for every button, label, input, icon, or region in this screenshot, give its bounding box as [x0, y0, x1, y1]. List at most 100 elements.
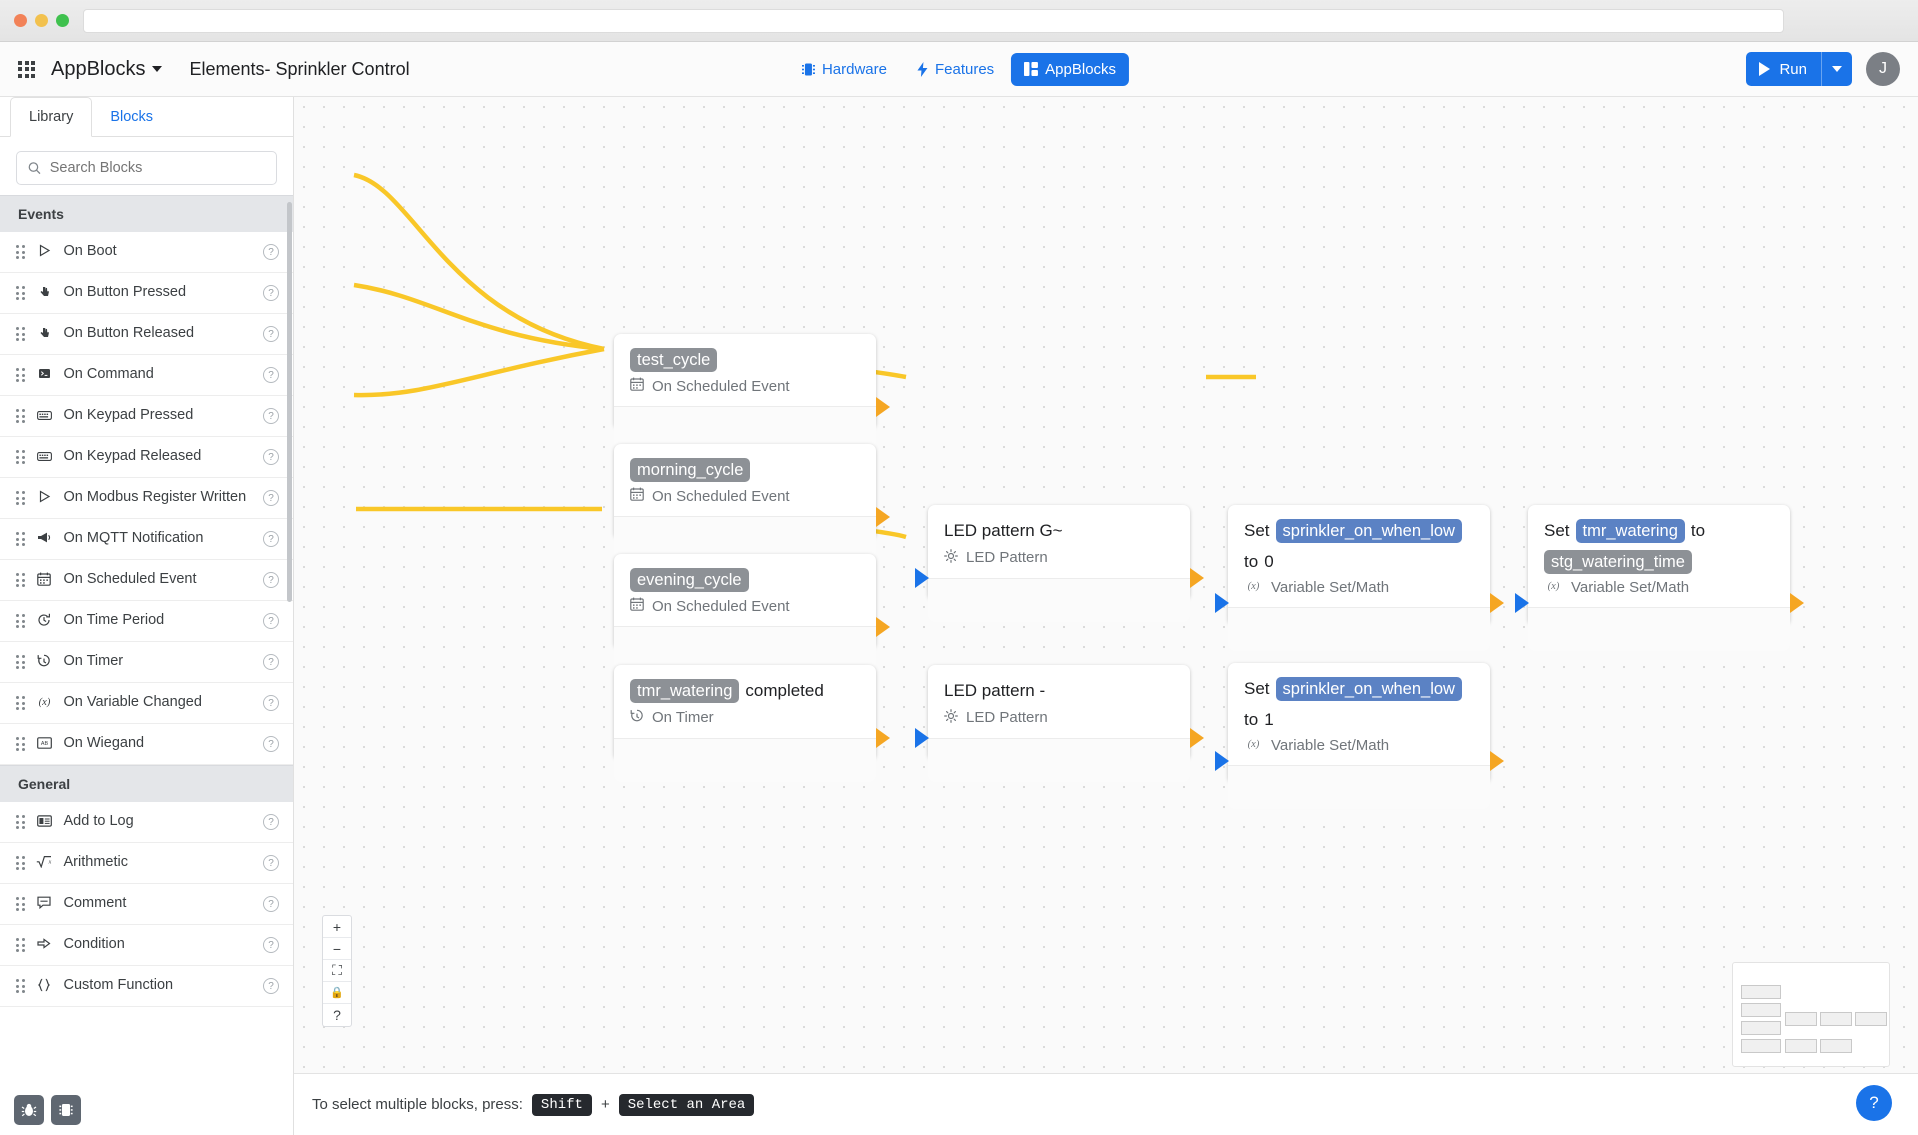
drag-handle-icon[interactable] — [16, 614, 25, 628]
drag-handle-icon[interactable] — [16, 573, 25, 587]
plus-icon[interactable]: + — [323, 916, 351, 938]
node-output-port[interactable] — [876, 507, 890, 527]
sidebar-tab-library[interactable]: Library — [10, 97, 93, 137]
block-help-icon[interactable]: ? — [263, 572, 279, 588]
minus-icon[interactable]: − — [323, 938, 351, 960]
node-input-port[interactable] — [1515, 593, 1529, 613]
block-help-icon[interactable]: ? — [263, 654, 279, 670]
drag-handle-icon[interactable] — [16, 491, 25, 505]
device-toggle-button[interactable] — [51, 1095, 81, 1125]
search-input[interactable] — [49, 160, 265, 176]
drag-handle-icon[interactable] — [16, 979, 25, 993]
block-item-comment[interactable]: Comment? — [0, 884, 293, 925]
drag-handle-icon[interactable] — [16, 450, 25, 464]
minimize-window-button[interactable] — [35, 14, 48, 27]
block-help-icon[interactable]: ? — [263, 244, 279, 260]
block-help-icon[interactable]: ? — [263, 449, 279, 465]
block-item-on-time-period[interactable]: On Time Period? — [0, 601, 293, 642]
node-variable-pill[interactable]: sprinkler_on_when_low — [1275, 677, 1462, 702]
drag-handle-icon[interactable] — [16, 655, 25, 669]
node-output-port[interactable] — [1790, 593, 1804, 613]
drag-handle-icon[interactable] — [16, 856, 25, 870]
url-bar[interactable] — [83, 8, 1784, 33]
block-help-icon[interactable]: ? — [263, 937, 279, 953]
node-output-port[interactable] — [876, 397, 890, 417]
run-dropdown-button[interactable] — [1821, 52, 1852, 86]
node-variable-pill[interactable]: sprinkler_on_when_low — [1275, 519, 1462, 544]
block-item-on-modbus-register-written[interactable]: On Modbus Register Written? — [0, 478, 293, 519]
node-variable-pill[interactable]: tmr_watering — [630, 679, 740, 704]
canvas-zoom-controls[interactable]: +−⛶🔒? — [322, 915, 352, 1027]
node-output-port[interactable] — [1490, 751, 1504, 771]
block-item-add-to-log[interactable]: Add to Log? — [0, 802, 293, 843]
block-item-on-timer[interactable]: On Timer? — [0, 642, 293, 683]
block-help-icon[interactable]: ? — [263, 978, 279, 994]
tab-hardware[interactable]: Hardware — [789, 53, 900, 86]
lock-icon[interactable]: 🔒 — [323, 982, 351, 1004]
block-item-on-keypad-released[interactable]: On Keypad Released? — [0, 437, 293, 478]
node-output-port[interactable] — [1190, 728, 1204, 748]
drag-handle-icon[interactable] — [16, 897, 25, 911]
sidebar-tab-blocks[interactable]: Blocks — [92, 97, 171, 136]
node-variable-pill[interactable]: tmr_watering — [1575, 519, 1685, 544]
fit-screen-icon[interactable]: ⛶ — [323, 960, 351, 982]
block-item-on-button-released[interactable]: On Button Released? — [0, 314, 293, 355]
block-help-icon[interactable]: ? — [263, 613, 279, 629]
node-output-port[interactable] — [1490, 593, 1504, 613]
block-item-on-variable-changed[interactable]: (x)On Variable Changed? — [0, 683, 293, 724]
node-variable-pill[interactable]: morning_cycle — [630, 458, 751, 483]
drag-handle-icon[interactable] — [16, 696, 25, 710]
apps-grid-icon[interactable] — [18, 60, 35, 78]
block-item-on-keypad-pressed[interactable]: On Keypad Pressed? — [0, 396, 293, 437]
node-variable-pill[interactable]: evening_cycle — [630, 568, 749, 593]
block-item-on-button-pressed[interactable]: On Button Pressed? — [0, 273, 293, 314]
close-window-button[interactable] — [14, 14, 27, 27]
block-help-icon[interactable]: ? — [263, 367, 279, 383]
help-question-icon[interactable]: ? — [333, 1007, 341, 1023]
drag-handle-icon[interactable] — [16, 409, 25, 423]
block-help-icon[interactable]: ? — [263, 695, 279, 711]
block-help-icon[interactable]: ? — [263, 531, 279, 547]
block-help-icon[interactable]: ? — [263, 736, 279, 752]
block-item-on-boot[interactable]: On Boot? — [0, 232, 293, 273]
node-input-port[interactable] — [1215, 593, 1229, 613]
sidebar-scrollbar[interactable] — [287, 202, 292, 602]
drag-handle-icon[interactable] — [16, 368, 25, 382]
node-value-pill[interactable]: stg_watering_time — [1544, 549, 1692, 574]
block-item-on-mqtt-notification[interactable]: On MQTT Notification? — [0, 519, 293, 560]
node-output-port[interactable] — [876, 617, 890, 637]
block-help-icon[interactable]: ? — [263, 326, 279, 342]
run-button[interactable]: Run — [1746, 52, 1852, 86]
node-input-port[interactable] — [915, 568, 929, 588]
drag-handle-icon[interactable] — [16, 327, 25, 341]
block-item-custom-function[interactable]: Custom Function? — [0, 966, 293, 1007]
block-help-icon[interactable]: ? — [263, 814, 279, 830]
debug-toggle-button[interactable] — [14, 1095, 44, 1125]
node-output-port[interactable] — [876, 728, 890, 748]
canvas-minimap[interactable] — [1732, 962, 1890, 1067]
block-item-on-scheduled-event[interactable]: On Scheduled Event? — [0, 560, 293, 601]
block-help-icon[interactable]: ? — [263, 896, 279, 912]
block-help-icon[interactable]: ? — [263, 408, 279, 424]
run-button-main[interactable]: Run — [1746, 61, 1821, 78]
drag-handle-icon[interactable] — [16, 938, 25, 952]
drag-handle-icon[interactable] — [16, 737, 25, 751]
node-input-port[interactable] — [1215, 751, 1229, 771]
block-help-icon[interactable]: ? — [263, 490, 279, 506]
tab-features[interactable]: Features — [904, 53, 1007, 86]
node-output-port[interactable] — [1190, 568, 1204, 588]
drag-handle-icon[interactable] — [16, 245, 25, 259]
node-input-port[interactable] — [915, 728, 929, 748]
tab-appblocks[interactable]: AppBlocks — [1011, 52, 1130, 86]
flow-node-n5[interactable]: LED pattern G~LED Pattern — [915, 505, 1204, 622]
drag-handle-icon[interactable] — [16, 286, 25, 300]
